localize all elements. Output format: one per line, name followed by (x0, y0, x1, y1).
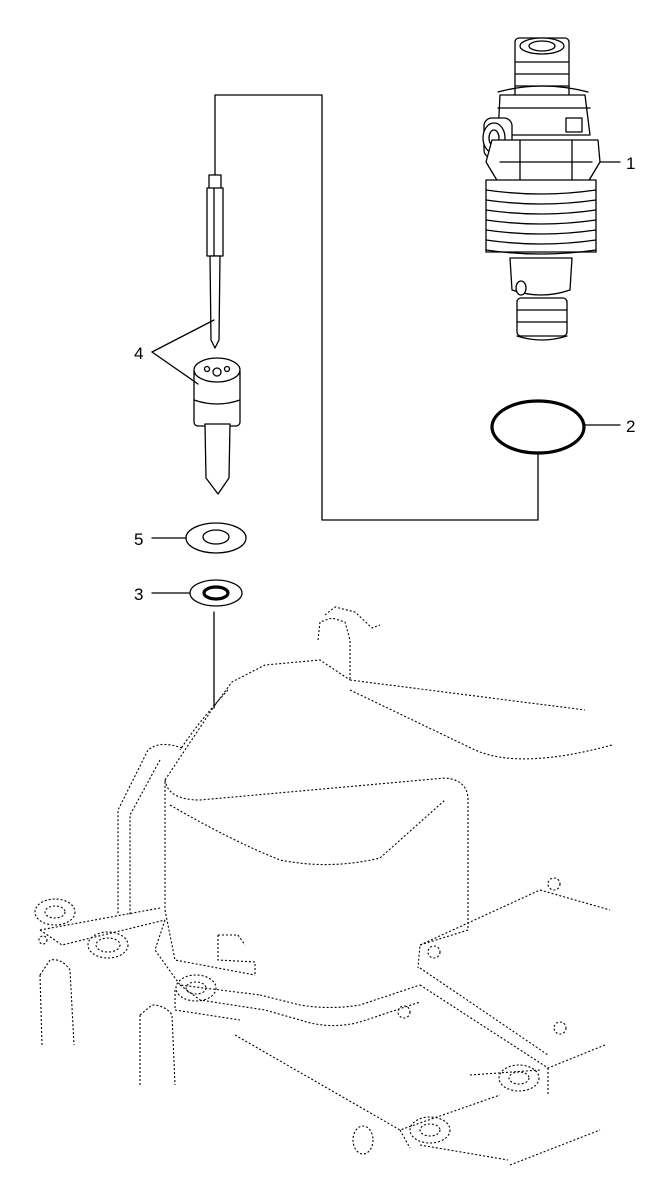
callout-label-3: 3 (134, 585, 143, 604)
washer-lower[interactable] (189, 579, 243, 607)
o-ring[interactable] (490, 399, 586, 455)
group-bracket-line (214, 94, 539, 521)
callout-label-4: 4 (134, 344, 143, 363)
leader-lines-4 (151, 319, 215, 385)
callout-label-2: 2 (626, 417, 635, 436)
callout-label-5: 5 (134, 530, 143, 549)
nozzle-needle[interactable] (206, 174, 224, 349)
cylinder-head (34, 606, 613, 1166)
nozzle-body[interactable] (193, 357, 241, 495)
injector-holder[interactable] (482, 37, 601, 341)
washer-upper[interactable] (185, 522, 247, 554)
callout-label-1: 1 (626, 154, 635, 173)
